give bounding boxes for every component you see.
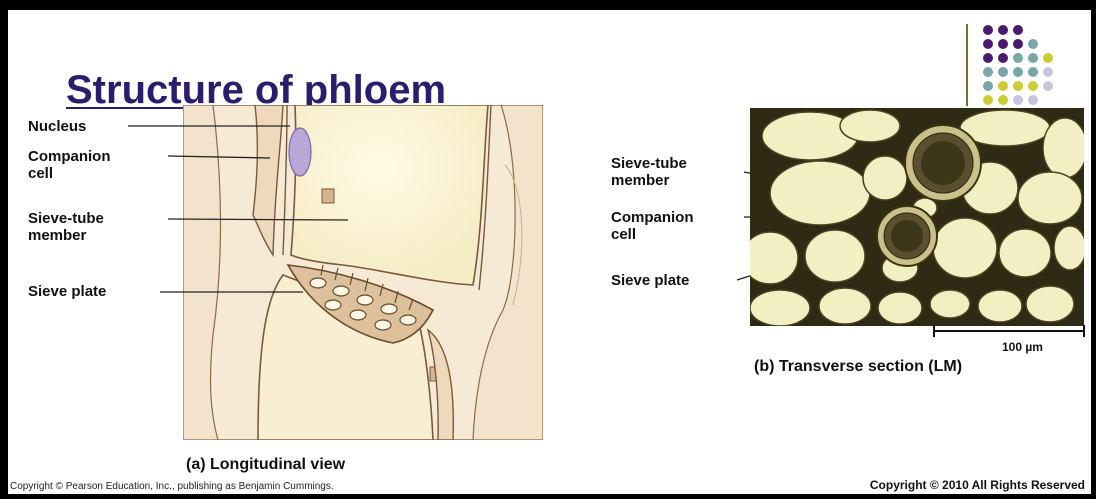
decor-dot (998, 25, 1008, 35)
copyright-left: Copyright © Pearson Education, Inc., pub… (10, 481, 334, 492)
decor-dot (983, 67, 993, 77)
decor-dot (1043, 53, 1053, 63)
decor-dot (1028, 81, 1038, 91)
decor-dot (1028, 95, 1038, 105)
label-companion-cell-line2: cell (28, 165, 53, 182)
decor-dot (998, 53, 1008, 63)
nucleus-shape (289, 128, 311, 176)
decor-dot (1013, 95, 1023, 105)
label-t-companion-line1: Companion (611, 209, 694, 226)
scale-bar-label: 100 µm (1002, 340, 1043, 354)
decor-dot (998, 95, 1008, 105)
decor-dot (983, 39, 993, 49)
decor-vertical-line (966, 24, 968, 106)
decor-dot (1043, 67, 1053, 77)
decor-dot (1028, 67, 1038, 77)
label-sieve-plate: Sieve plate (28, 283, 106, 300)
longitudinal-diagram (183, 105, 543, 440)
scale-bar (932, 324, 1091, 338)
decor-dot (1013, 67, 1023, 77)
sieve-tube-member-upper (291, 105, 488, 285)
label-t-companion-line2: cell (611, 226, 636, 243)
decor-dot (983, 95, 993, 105)
decor-dot (1013, 39, 1023, 49)
label-t-sieve-plate: Sieve plate (611, 272, 689, 289)
caption-transverse: (b) Transverse section (LM) (754, 358, 962, 376)
label-t-sieve-tube-line2: member (611, 172, 669, 189)
label-t-sieve-tube-line1: Sieve-tube (611, 155, 687, 172)
label-sieve-tube-line2: member (28, 227, 86, 244)
decor-dot (998, 81, 1008, 91)
decor-dot (998, 67, 1008, 77)
transverse-micrograph (750, 108, 1084, 326)
decor-dot (1028, 39, 1038, 49)
decor-dot (998, 39, 1008, 49)
slide: Structure of phloem (8, 10, 1091, 494)
caption-longitudinal: (a) Longitudinal view (186, 456, 345, 474)
decor-dot (1013, 25, 1023, 35)
decor-dot (1013, 53, 1023, 63)
decor-dot (1013, 81, 1023, 91)
decor-dot (983, 81, 993, 91)
decor-dot-grid (980, 24, 1090, 114)
decor-dot (1028, 53, 1038, 63)
label-nucleus: Nucleus (28, 118, 86, 135)
decor-dot (983, 25, 993, 35)
label-sieve-tube-line1: Sieve-tube (28, 210, 104, 227)
decor-dot (1043, 81, 1053, 91)
copyright-right: Copyright © 2010 All Rights Reserved (870, 478, 1085, 492)
label-companion-cell-line1: Companion (28, 148, 111, 165)
decor-dot (983, 53, 993, 63)
